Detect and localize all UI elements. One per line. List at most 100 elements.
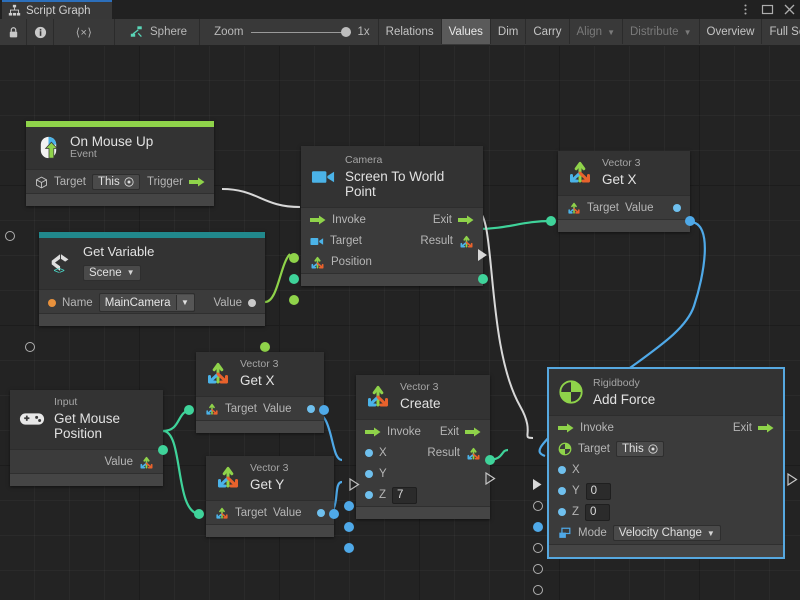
lock-icon[interactable]: [0, 20, 26, 45]
toolbar-button-dim[interactable]: Dim: [491, 19, 527, 44]
zoom-slider-knob[interactable]: [340, 27, 351, 37]
port-y-input[interactable]: [344, 522, 354, 532]
port-dot-x[interactable]: [365, 449, 373, 458]
code-toggle-button[interactable]: ⟨×⟩: [75, 26, 93, 39]
node-on-mouse-up[interactable]: On Mouse Up Event Target: [5, 121, 214, 241]
port-invoke-input[interactable]: [341, 478, 360, 491]
z-value-field[interactable]: 0: [585, 503, 611, 521]
port-z-input[interactable]: [344, 543, 354, 553]
port-value-output[interactable]: [319, 405, 329, 415]
port-invoke-input[interactable]: [532, 478, 543, 496]
toolbar-button-overview[interactable]: Overview: [700, 19, 763, 44]
script-graph-icon: [129, 25, 144, 39]
toolbar-button-carry[interactable]: Carry: [526, 19, 570, 44]
toolbar-button-distribute[interactable]: Distribute ▼: [623, 19, 700, 44]
vector3-icon: [459, 234, 474, 249]
port-value-output[interactable]: [158, 445, 168, 455]
port-target-input[interactable]: [194, 509, 204, 519]
port-mode-input[interactable]: [533, 585, 543, 595]
port-result-output[interactable]: [485, 455, 495, 465]
node-vector3-create[interactable]: Vector 3 Create Invoke Exit: [344, 375, 496, 553]
target-self-selector[interactable]: This: [91, 174, 140, 191]
node-vector3-get-y-mid[interactable]: Vector 3 Get Y Target: [194, 456, 339, 537]
port-value-output[interactable]: [685, 216, 695, 226]
port-y-input[interactable]: [533, 543, 543, 553]
port-row-z: Z 7: [356, 485, 490, 506]
toolbar-info-group: [27, 19, 54, 45]
port-dot-y[interactable]: [558, 487, 566, 496]
port-z-input[interactable]: [533, 564, 543, 574]
node-input-get-mouse-position[interactable]: Input Get Mouse Position Value: [10, 390, 168, 486]
info-icon[interactable]: [27, 20, 53, 45]
port-dot-value[interactable]: [673, 204, 681, 213]
node-get-variable[interactable]: <> Get Variable Scene ▼: [25, 232, 270, 352]
chevron-down-icon[interactable]: ▼: [175, 295, 194, 311]
port-x-input[interactable]: [344, 501, 354, 511]
port-x-input[interactable]: [533, 522, 543, 532]
node-body: Invoke Exit X Result: [356, 418, 490, 519]
port-dot-value[interactable]: [248, 298, 256, 307]
zoom-slider[interactable]: [250, 26, 351, 38]
graph-target[interactable]: Sphere: [115, 20, 199, 45]
port-target-input[interactable]: [546, 216, 556, 226]
vector3-icon: [205, 402, 219, 416]
node-rigidbody-add-force[interactable]: Rigidbody Add Force Invoke Exit: [533, 368, 798, 595]
port-dot-name[interactable]: [48, 298, 56, 307]
force-mode-dropdown[interactable]: Velocity Change ▼: [612, 525, 721, 542]
port-target-input[interactable]: [533, 501, 543, 511]
node-vector3-get-x-right[interactable]: Vector 3 Get X Target: [546, 151, 695, 232]
port-label-value: Value: [262, 403, 292, 416]
port-dot-z[interactable]: [558, 508, 566, 517]
port-exit-output[interactable]: [478, 249, 487, 261]
port-name-input[interactable]: [25, 342, 35, 352]
port-target-input[interactable]: [289, 274, 299, 284]
port-label-value: Value: [624, 202, 654, 215]
port-value-output[interactable]: [329, 509, 339, 519]
graph-canvas[interactable]: On Mouse Up Event Target: [0, 46, 800, 600]
port-row-value: Value: [10, 452, 163, 473]
y-value-field[interactable]: 0: [585, 482, 611, 500]
toolbar-button-values[interactable]: Values: [441, 19, 491, 44]
port-dot-value[interactable]: [317, 509, 325, 518]
variable-scope-dropdown[interactable]: Scene ▼: [83, 264, 141, 282]
port-row-target-result: Target Result: [301, 231, 483, 252]
port-target-input[interactable]: [184, 405, 194, 415]
port-invoke-input[interactable]: [289, 253, 299, 263]
port-target-input[interactable]: [5, 231, 15, 241]
port-dot-z[interactable]: [365, 491, 373, 500]
toolbar-button-align[interactable]: Align ▼: [570, 19, 623, 44]
close-icon[interactable]: [783, 3, 796, 16]
port-dot-value[interactable]: [307, 405, 315, 414]
toolbar-button-relations[interactable]: Relations: [379, 19, 442, 44]
port-dot-y[interactable]: [365, 470, 373, 479]
cube-icon: [35, 176, 48, 189]
port-dot-x[interactable]: [558, 466, 566, 475]
node-header: Vector 3 Get X: [558, 151, 690, 195]
toolbar-button-full-screen[interactable]: Full Screen: [762, 19, 800, 44]
port-position-input[interactable]: [289, 295, 299, 305]
node-footer: [206, 523, 334, 537]
port-result-output[interactable]: [478, 274, 488, 284]
node-screen-to-world-point[interactable]: Camera Screen To World Point Invoke Exit: [289, 146, 488, 305]
node-title-block: Vector 3 Get Y: [250, 462, 289, 492]
node-vector3-get-x-mid[interactable]: Vector 3 Get X Target: [184, 352, 329, 433]
node-header: Vector 3 Get X: [196, 352, 324, 396]
port-label-result: Result: [420, 235, 453, 248]
port-label-invoke: Invoke: [332, 214, 366, 227]
port-value-output[interactable]: [260, 342, 270, 352]
node-title: Get Mouse Position: [54, 410, 121, 441]
port-label-y: Y: [572, 485, 580, 498]
zoom-value: 1x: [357, 26, 370, 38]
port-label-value: Value: [213, 296, 242, 309]
vector3-icon: [139, 455, 154, 470]
kebab-menu-icon[interactable]: [739, 3, 752, 16]
tab-script-graph[interactable]: Script Graph: [2, 0, 112, 19]
variable-name-field[interactable]: MainCamera ▼: [98, 293, 195, 313]
maximize-icon[interactable]: [761, 3, 774, 16]
port-exit-output[interactable]: [787, 472, 798, 491]
port-exit-output[interactable]: [485, 471, 496, 490]
target-self-selector[interactable]: This: [615, 441, 664, 458]
port-row-x-result: X Result: [356, 443, 490, 464]
port-label-z: Z: [379, 489, 387, 502]
z-value-field[interactable]: 7: [392, 486, 418, 504]
